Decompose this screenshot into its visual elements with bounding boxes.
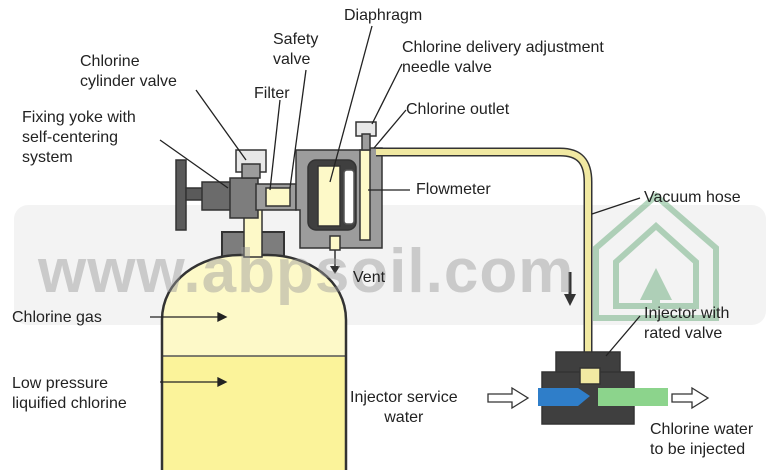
label-diaphragm: Diaphragm bbox=[344, 7, 423, 24]
label-vent: Vent bbox=[353, 269, 386, 286]
chlorine-cylinder bbox=[160, 204, 348, 470]
leader-lines bbox=[159, 25, 641, 357]
label-chlorine-gas: Chlorine gas bbox=[12, 309, 102, 326]
chlorine-water-flow bbox=[598, 388, 668, 406]
service-water-flow bbox=[538, 388, 578, 406]
label-chlorine-cylinder-valve: Chlorine cylinder valve bbox=[80, 53, 177, 90]
label-low-pressure-chlorine: Low pressure liquified chlorine bbox=[12, 375, 127, 412]
label-chlorine-water: Chlorine water to be injected bbox=[650, 421, 754, 458]
service-water-arrow bbox=[487, 386, 530, 410]
label-needle-valve: Chlorine delivery adjustment needle valv… bbox=[402, 39, 604, 76]
label-flowmeter: Flowmeter bbox=[416, 181, 491, 198]
vent-arrow bbox=[330, 266, 340, 274]
label-chlorine-outlet: Chlorine outlet bbox=[406, 101, 510, 118]
cylinder-gas-region bbox=[162, 255, 346, 356]
label-fixing-yoke: Fixing yoke with self-centering system bbox=[22, 109, 136, 166]
injector bbox=[538, 351, 668, 425]
watermark-house-logo bbox=[593, 192, 719, 321]
label-arrows bbox=[150, 311, 228, 388]
label-injector-service-water: Injector service water bbox=[350, 389, 458, 426]
watermark-text: www.abpsoil.com bbox=[38, 237, 575, 306]
chlorine-water-arrow bbox=[671, 386, 710, 410]
label-injector-rated-valve: Injector with rated valve bbox=[644, 305, 730, 342]
cylinder-valve-assembly bbox=[175, 149, 297, 231]
vacuum-regulator bbox=[295, 121, 383, 251]
label-safety-valve: Safety valve bbox=[273, 31, 319, 68]
cylinder-liquid-region bbox=[162, 356, 346, 470]
label-vacuum-hose: Vacuum hose bbox=[644, 189, 741, 206]
label-filter: Filter bbox=[254, 85, 290, 102]
